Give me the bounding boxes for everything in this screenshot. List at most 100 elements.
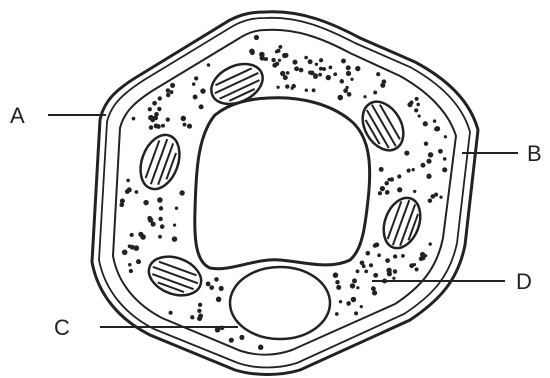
cytoplasm-granule: [380, 186, 385, 191]
cytoplasm-granule: [373, 91, 377, 95]
cytoplasm-granule: [438, 149, 443, 154]
cytoplasm-granule: [214, 277, 219, 282]
cytoplasm-granule: [335, 280, 340, 285]
cytoplasm-granule: [319, 58, 323, 62]
cytoplasm-granule: [157, 107, 161, 111]
cytoplasm-granule: [192, 82, 196, 86]
cytoplasm-granule: [384, 181, 388, 185]
cytoplasm-granule: [442, 167, 447, 172]
cytoplasm-granule: [393, 254, 397, 258]
cytoplasm-granule: [333, 272, 339, 278]
cytoplasm-granule: [187, 124, 192, 129]
cytoplasm-granule: [404, 151, 409, 156]
cytoplasm-granule: [401, 254, 405, 258]
cytoplasm-granule: [285, 53, 288, 56]
cytoplasm-granule: [433, 119, 436, 122]
cytoplasm-granule: [199, 104, 204, 109]
cytoplasm-granule: [249, 49, 255, 55]
cytoplasm-granule: [424, 141, 428, 145]
cytoplasm-granule: [170, 90, 174, 94]
cytoplasm-granule: [278, 45, 282, 49]
nucleus: [230, 267, 330, 339]
cytoplasm-granule: [194, 76, 198, 80]
cytoplasm-granule: [304, 56, 308, 60]
cytoplasm-granule: [229, 338, 234, 343]
cytoplasm-granule: [313, 73, 318, 78]
cytoplasm-granule: [158, 235, 162, 239]
cytoplasm-granule: [413, 190, 416, 193]
cytoplasm-granule: [197, 309, 201, 313]
cytoplasm-granule: [376, 72, 380, 76]
cytoplasm-granule: [355, 66, 360, 71]
cytoplasm-granule: [132, 117, 136, 121]
cytoplasm-granule: [393, 269, 397, 273]
cytoplasm-granule: [272, 63, 277, 68]
cytoplasm-granule: [426, 159, 431, 164]
cytoplasm-granule: [428, 152, 433, 157]
cytoplasm-granule: [193, 95, 198, 100]
cytoplasm-granule: [239, 335, 244, 340]
cytoplasm-granule: [149, 125, 153, 129]
cytoplasm-granule: [351, 297, 357, 303]
cytoplasm-granule: [322, 67, 326, 71]
cytoplasm-granule: [119, 202, 124, 207]
cytoplasm-granule: [343, 88, 348, 93]
label-c: C: [54, 315, 70, 340]
cytoplasm-granule: [128, 244, 132, 248]
cytoplasm-granule: [421, 163, 426, 168]
cytoplasm-granule: [150, 118, 154, 122]
cytoplasm-granule: [379, 167, 384, 172]
cytoplasm-granule: [159, 206, 163, 210]
cytoplasm-granule: [356, 286, 359, 289]
cytoplasm-granule: [374, 244, 377, 247]
cytoplasm-granule: [428, 198, 433, 203]
cytoplasm-granule: [409, 263, 414, 268]
cytoplasm-granule: [339, 300, 342, 303]
cytoplasm-granule: [126, 179, 130, 183]
cytoplasm-granule: [377, 253, 381, 257]
cytoplasm-granule: [308, 71, 312, 75]
cytoplasm-granule: [260, 55, 265, 60]
cytoplasm-granule: [385, 191, 388, 194]
cytoplasm-granule: [258, 345, 264, 351]
cytoplasm-granule: [160, 224, 165, 229]
cytoplasm-granule: [158, 96, 162, 100]
cytoplasm-granule: [338, 95, 344, 101]
cytoplasm-granule: [412, 168, 415, 171]
cytoplasm-granule: [318, 73, 322, 77]
cytoplasm-granule: [341, 59, 346, 64]
cytoplasm-granule: [265, 57, 269, 61]
label-a: A: [10, 103, 25, 128]
cytoplasm-granule: [190, 315, 194, 319]
cytoplasm-granule: [434, 192, 438, 196]
cytoplasm-granule: [333, 72, 337, 76]
cytoplasm-granule: [335, 312, 339, 316]
cytoplasm-granule: [350, 283, 355, 288]
cytoplasm-granule: [369, 263, 373, 267]
cytoplasm-granule: [172, 236, 177, 241]
cytoplasm-granule: [151, 222, 156, 227]
cytoplasm-granule: [407, 169, 411, 173]
cytoplasm-granule: [312, 88, 316, 92]
cytoplasm-granule: [154, 112, 159, 117]
cytoplasm-granule: [415, 97, 419, 101]
cytoplasm-granule: [439, 196, 442, 199]
cytoplasm-granule: [299, 68, 304, 73]
cytoplasm-granule: [129, 269, 133, 273]
cytoplasm-granule: [291, 87, 294, 90]
cytoplasm-granule: [423, 121, 428, 126]
cytoplasm-granule: [219, 286, 224, 291]
vacuole: [195, 98, 370, 269]
cytoplasm-granule: [127, 187, 132, 192]
cytoplasm-granule: [169, 311, 173, 315]
cytoplasm-granule: [152, 101, 157, 106]
cytoplasm-granule: [346, 71, 351, 76]
cytoplasm-granule: [198, 303, 202, 307]
cytoplasm-granule: [397, 174, 401, 178]
cytoplasm-granule: [382, 79, 387, 84]
cytoplasm-granule: [434, 126, 439, 131]
cytoplasm-granule: [183, 123, 187, 127]
cytoplasm-granule: [416, 103, 420, 107]
cytoplasm-granule: [286, 71, 290, 75]
